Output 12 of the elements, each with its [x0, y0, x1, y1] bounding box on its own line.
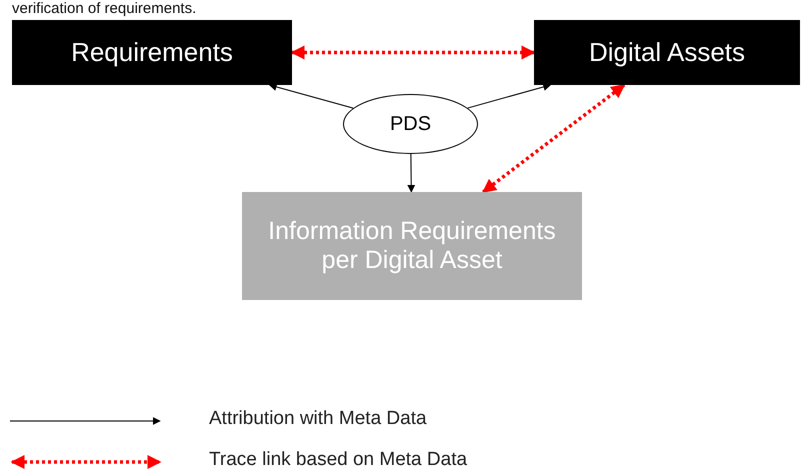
- dotted-arrow: [290, 46, 536, 60]
- asset-box: Digital Assets: [534, 20, 800, 85]
- information-box: Information Requirements per Digital Asset: [242, 192, 582, 300]
- heading-text: verification of requirements.: [12, 0, 196, 17]
- requirements-box: Requirements: [12, 20, 292, 85]
- legend-text: Trace link based on Meta Data: [209, 449, 468, 471]
- legend-text: Attribution with Meta Data: [209, 408, 427, 430]
- arrow: [407, 154, 416, 193]
- arrow: [268, 83, 354, 109]
- pds-ellipse: PDS: [343, 94, 478, 154]
- dotted-arrow: [482, 84, 626, 194]
- arrow: [467, 83, 552, 109]
